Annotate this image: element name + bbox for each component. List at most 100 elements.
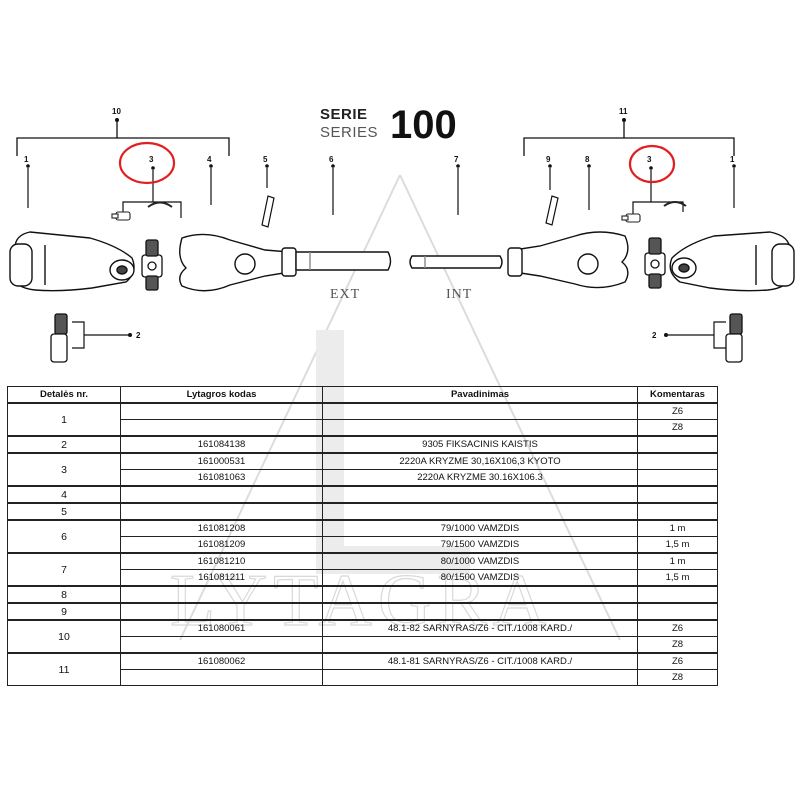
cell-code: 161081210 (120, 552, 323, 570)
cell-name: 48.1-82 SARNYRAS/Z6 - CIT./1008 KARD./ (322, 619, 638, 637)
cell-detail-nr: 11 (7, 652, 121, 686)
cell-code (120, 636, 323, 654)
cell-code: 161081211 (120, 569, 323, 587)
leader-lines-left (27, 168, 459, 218)
cell-comment: Z6 (637, 652, 718, 670)
grease-nipple-left (111, 211, 131, 221)
cell-detail-nr: 9 (7, 602, 121, 621)
table-row: 4 (7, 485, 718, 504)
cell-name: 2220A KRYZME 30,16X106,3 KYOTO (322, 452, 638, 470)
cross-journal-left (141, 239, 163, 291)
right-assembly-bracket (523, 122, 735, 156)
callout-7: 7 (454, 155, 459, 164)
header-code: Lytagros kodas (120, 386, 323, 404)
locking-pin-right (725, 313, 743, 363)
right-drive-yoke (669, 231, 795, 292)
cell-name: 79/1500 VAMZDIS (322, 536, 638, 554)
cell-name (322, 585, 638, 604)
locking-pin-left (50, 313, 68, 363)
highlight-circle-left (118, 141, 176, 185)
cell-comment (637, 452, 718, 470)
cell-name (322, 485, 638, 504)
cell-detail-nr: 5 (7, 502, 121, 521)
table-row: 5 (7, 502, 718, 521)
callout-2-right: 2 (652, 331, 657, 340)
series-label: SERIES (320, 124, 378, 141)
circlip-right (663, 201, 687, 207)
roll-pin-9 (545, 195, 559, 226)
cell-code (120, 502, 323, 521)
cell-comment: Z6 (637, 619, 718, 637)
cell-comment (637, 585, 718, 604)
callout-5: 5 (263, 155, 268, 164)
cell-code (120, 669, 323, 686)
cell-detail-nr: 4 (7, 485, 121, 504)
callout-2-left: 2 (136, 331, 141, 340)
cell-name (322, 636, 638, 654)
callout-3-left: 3 (149, 155, 154, 164)
cell-code (120, 585, 323, 604)
cell-code: 161080062 (120, 652, 323, 670)
cell-name (322, 502, 638, 521)
cell-detail-nr: 1 (7, 402, 121, 437)
cell-name (322, 419, 638, 437)
cell-comment: 1,5 m (637, 536, 718, 554)
left-tube-yoke (179, 233, 297, 292)
cell-name (322, 402, 638, 420)
roll-pin-5 (261, 195, 275, 228)
tube-label-int: INT (446, 287, 472, 302)
callout-6: 6 (329, 155, 334, 164)
cell-code (120, 602, 323, 621)
cell-comment: 1 m (637, 552, 718, 570)
cell-name: 48.1-81 SARNYRAS/Z6 - CIT./1008 KARD./ (322, 652, 638, 670)
callout-8: 8 (585, 155, 590, 164)
cell-name (322, 602, 638, 621)
cell-detail-nr: 6 (7, 519, 121, 554)
cell-comment: 1 m (637, 519, 718, 537)
cell-comment: Z8 (637, 669, 718, 686)
cell-comment: Z8 (637, 419, 718, 437)
cell-name (322, 669, 638, 686)
cell-code (120, 402, 323, 420)
parts-table: Detalės nr. Lytagros kodas Pavadinimas K… (7, 386, 718, 686)
series-title: SERIE SERIES 100 (320, 103, 457, 147)
parts-diagram: SERIE SERIES 100 10 11 1 3 4 5 6 7 (9, 103, 795, 363)
serie-label: SERIE (320, 106, 368, 123)
series-number: 100 (390, 103, 457, 147)
cell-code: 161081063 (120, 469, 323, 487)
outer-tube-ext (295, 251, 392, 271)
cell-comment (637, 435, 718, 454)
cell-code (120, 485, 323, 504)
cell-code: 161081208 (120, 519, 323, 537)
callout-9: 9 (546, 155, 551, 164)
callout-4: 4 (207, 155, 212, 164)
cell-comment (637, 502, 718, 521)
cell-name: 9305 FIKSACINIS KAISTIS (322, 435, 638, 454)
leader-lines-right (549, 168, 735, 218)
header-detail-nr: Detalės nr. (7, 386, 121, 404)
callout-3-right: 3 (647, 155, 652, 164)
cell-comment (637, 602, 718, 621)
cell-name: 79/1000 VAMZDIS (322, 519, 638, 537)
right-tube-yoke (507, 231, 629, 289)
cell-code: 161000531 (120, 452, 323, 470)
cell-comment (637, 469, 718, 487)
table-header-row: Detalės nr. Lytagros kodas Pavadinimas K… (7, 386, 718, 404)
table-row: 8 (7, 585, 718, 604)
cell-name: 80/1000 VAMZDIS (322, 552, 638, 570)
cell-detail-nr: 2 (7, 435, 121, 454)
cell-comment (637, 485, 718, 504)
cell-detail-nr: 3 (7, 452, 121, 487)
callout-1-right: 1 (730, 155, 735, 164)
header-name: Pavadinimas (322, 386, 638, 404)
header-comment: Komentaras (637, 386, 718, 404)
